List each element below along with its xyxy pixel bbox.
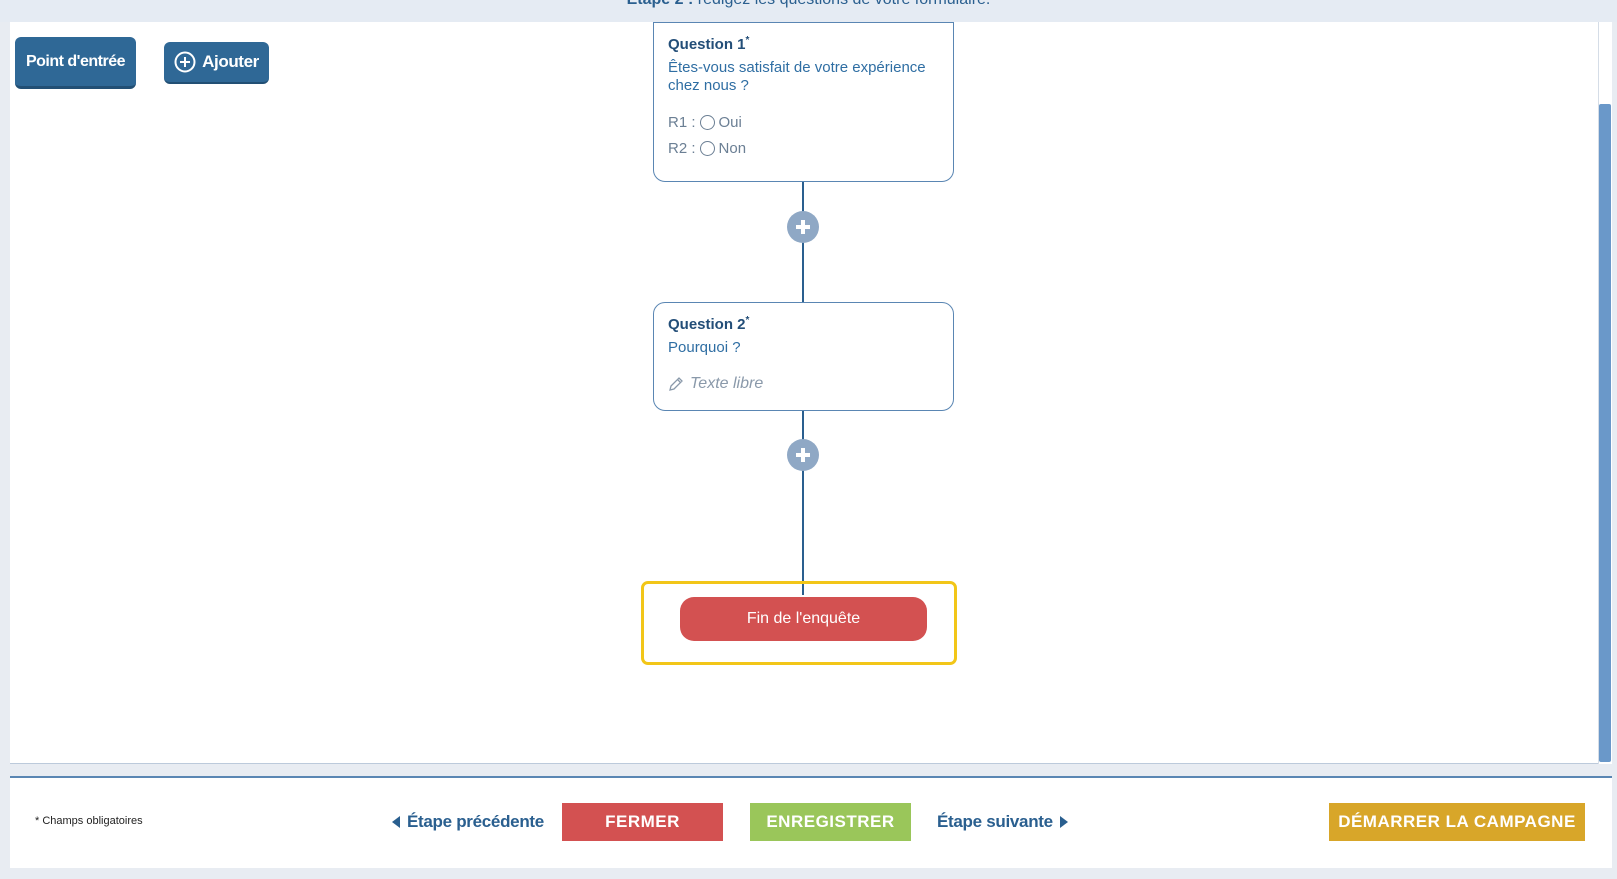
step-banner: Étape 2 : rédigez les questions de votre… bbox=[0, 0, 1617, 22]
question-card-1[interactable]: Question 1* Êtes-vous satisfait de votre… bbox=[653, 22, 954, 182]
plus-icon bbox=[796, 448, 810, 462]
response-item: R1 : Oui bbox=[668, 113, 742, 131]
plus-icon bbox=[796, 220, 810, 234]
question-text: Pourquoi ? bbox=[668, 339, 741, 356]
entry-point-label: Point d'entrée bbox=[25, 52, 126, 70]
start-campaign-button[interactable]: DÉMARRER LA CAMPAGNE bbox=[1329, 803, 1585, 841]
close-button[interactable]: FERMER bbox=[562, 803, 723, 841]
pencil-icon bbox=[669, 377, 683, 391]
radio-icon bbox=[699, 140, 715, 156]
connector-line bbox=[802, 411, 804, 595]
end-of-survey-button[interactable]: Fin de l'enquête bbox=[680, 597, 927, 641]
step-text: rédigez les questions de votre formulair… bbox=[698, 0, 991, 8]
end-node-highlight bbox=[641, 581, 957, 665]
step-label: Étape 2 : bbox=[627, 0, 694, 8]
save-button[interactable]: ENREGISTRER bbox=[750, 803, 911, 841]
insert-step-button[interactable] bbox=[787, 211, 819, 243]
response-list: R1 : Oui R2 : Non bbox=[668, 109, 939, 161]
plus-circle-icon bbox=[174, 51, 196, 73]
entry-point-button[interactable]: Point d'entrée bbox=[15, 37, 136, 89]
required-fields-note: * Champs obligatoires bbox=[35, 815, 143, 827]
required-mark: * bbox=[745, 315, 750, 326]
add-label: Ajouter bbox=[202, 52, 259, 71]
previous-step-link[interactable]: Étape précédente bbox=[392, 810, 544, 834]
step-instruction: Étape 2 : rédigez les questions de votre… bbox=[0, 0, 1617, 9]
next-step-link[interactable]: Étape suivante bbox=[937, 810, 1068, 834]
canvas-scrollbar-thumb[interactable] bbox=[1599, 104, 1611, 762]
question-card-2[interactable]: Question 2* Pourquoi ? Texte libre bbox=[653, 302, 954, 411]
add-button[interactable]: Ajouter bbox=[164, 42, 269, 84]
question-title: Question 2* bbox=[668, 315, 750, 333]
question-text: Êtes-vous satisfait de votre expérience … bbox=[668, 59, 926, 94]
required-mark: * bbox=[745, 35, 750, 46]
free-text-answer: Texte libre bbox=[668, 375, 939, 393]
end-of-survey-label: Fin de l'enquête bbox=[746, 610, 861, 627]
response-item: R2 : Non bbox=[668, 139, 747, 157]
caret-right-icon bbox=[1059, 816, 1068, 828]
caret-left-icon bbox=[392, 816, 400, 828]
insert-step-button[interactable] bbox=[787, 439, 819, 471]
question-title: Question 1* bbox=[668, 35, 750, 53]
canvas-divider bbox=[10, 776, 1612, 778]
radio-icon bbox=[699, 114, 715, 130]
